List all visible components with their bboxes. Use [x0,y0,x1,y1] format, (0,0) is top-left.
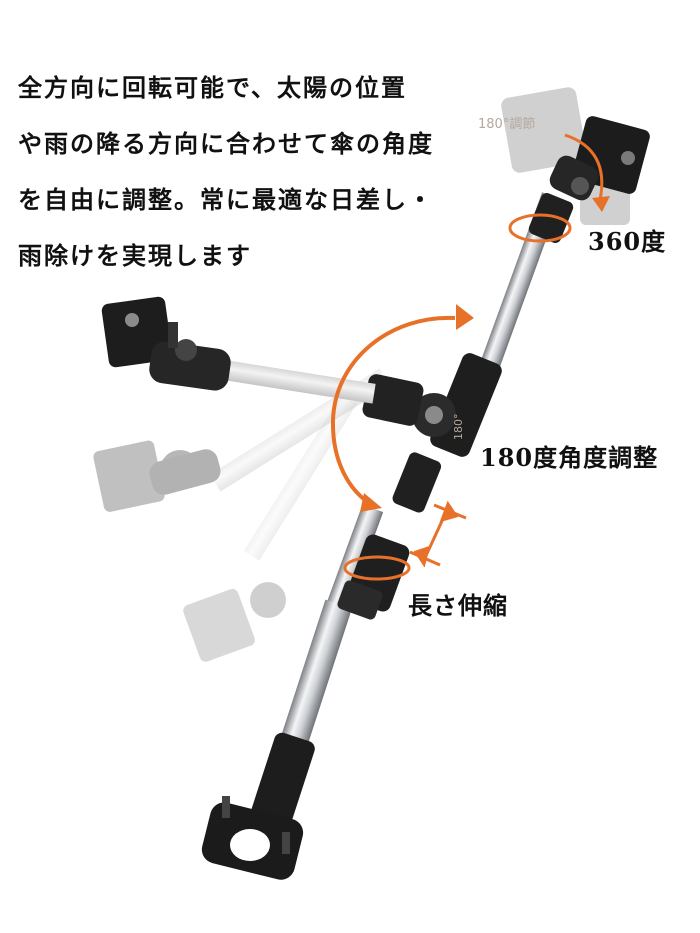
telescopic-arrow [409,500,467,568]
intro-text: 全方向に回転可能で、太陽の位置 や雨の降る方向に合わせて傘の角度 を自由に調整。… [18,60,488,284]
ghost-arm-lower [183,389,360,662]
telescopic-lock [337,534,410,620]
top-umbrella-clamp [528,116,650,243]
angle-hinge [224,353,502,513]
angle-arc-arrowhead-bottom [360,493,382,512]
rotation-label: 360度 [588,227,667,256]
ghost-mount-top [501,87,630,225]
angle-arc-arrowhead-top [456,304,474,330]
intro-line: や雨の降る方向に合わせて傘の角度 [18,130,434,158]
top-angle-note: 180°調節 [478,117,536,132]
intro-line: 全方向に回転可能で、太陽の位置 [18,74,408,102]
angle-label: 180度角度調整 [480,443,659,472]
ghost-arm-middle [93,368,391,512]
intro-line: 雨除けを実現します [18,242,252,270]
telescopic-label: 長さ伸縮 [408,591,508,620]
side-umbrella-clamp [101,296,231,391]
rotation-arrow-360 [508,133,604,243]
intro-line: を自由に調整。常に最適な日差し・ [18,186,434,214]
rotation-arrowhead [592,196,610,212]
bottom-mount [201,732,315,880]
side-angle-note: 180° [452,413,465,441]
telescopic-ring [343,555,411,581]
angle-arc-180 [330,315,456,507]
